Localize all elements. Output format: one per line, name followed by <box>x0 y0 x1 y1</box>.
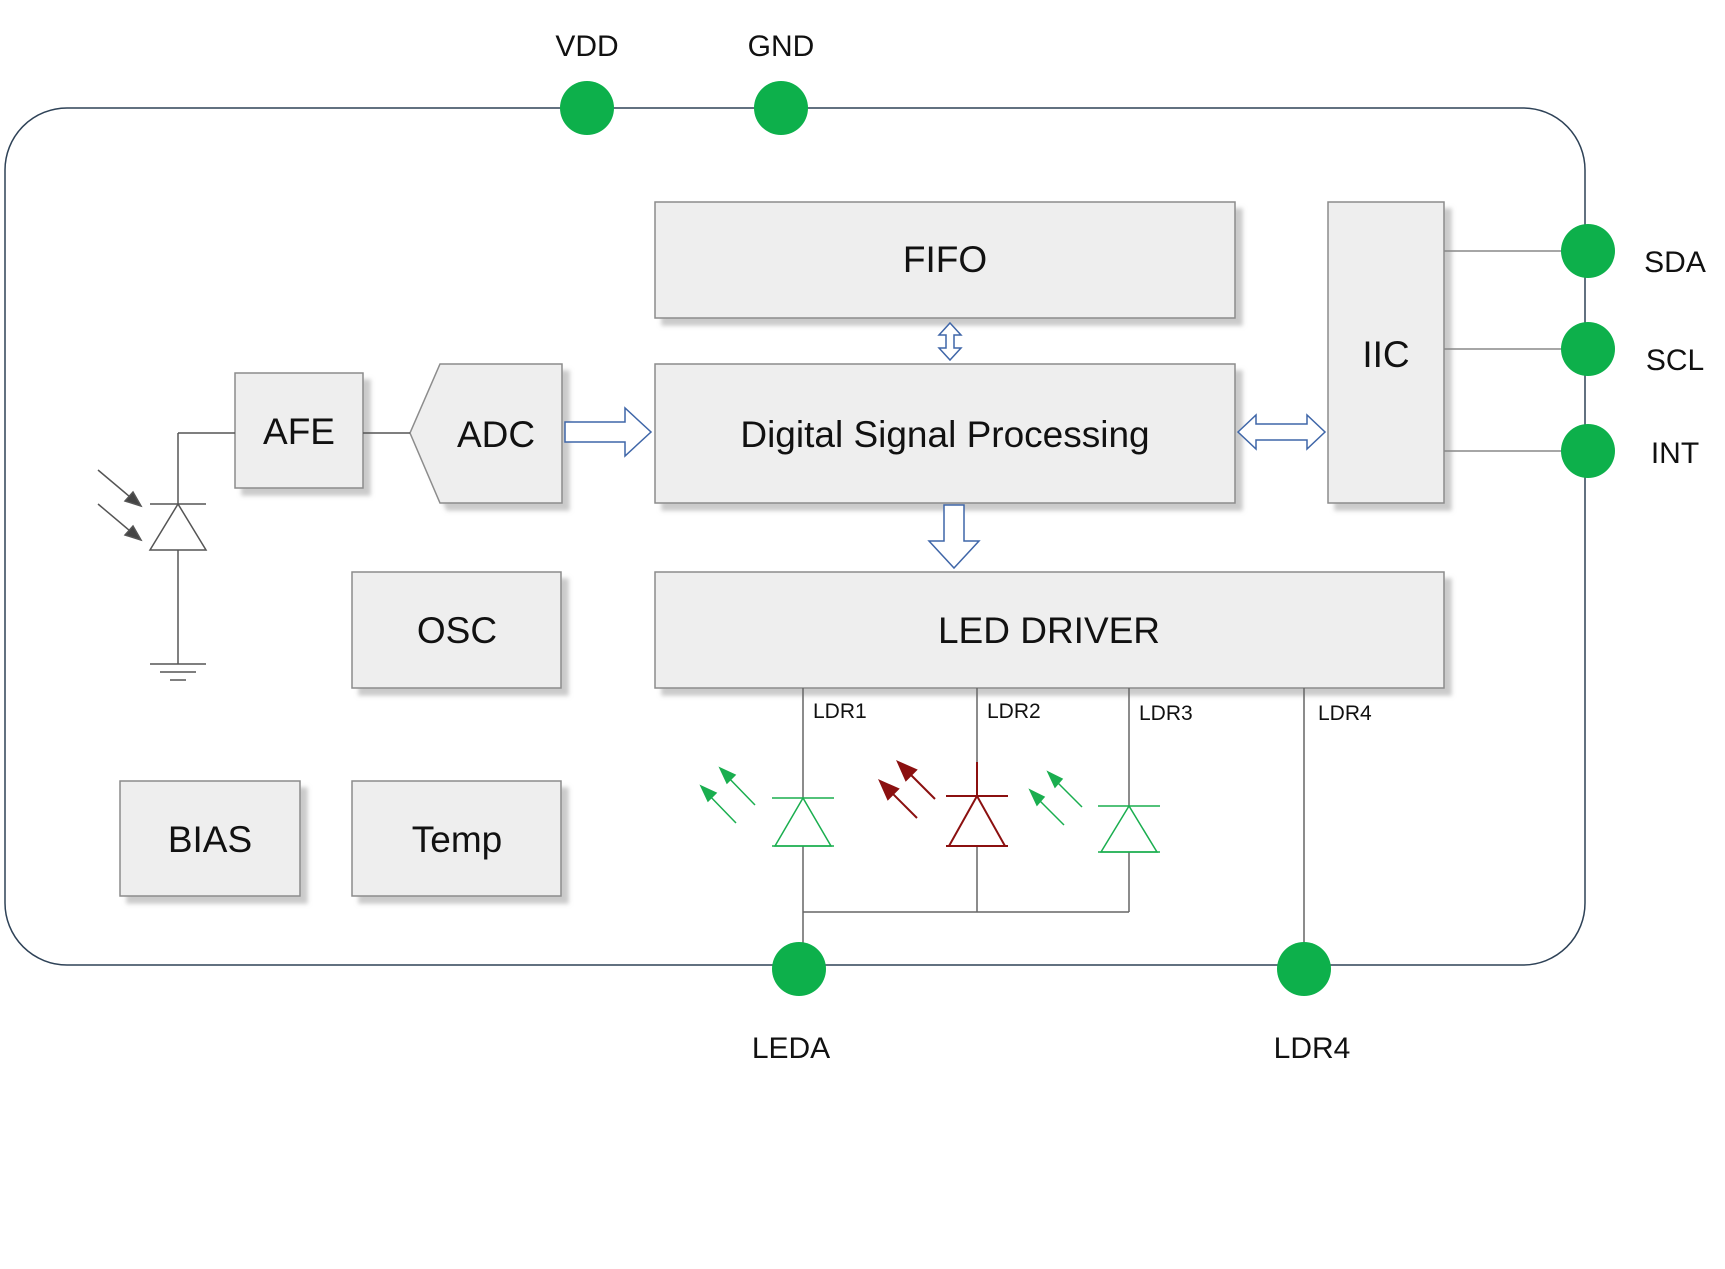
fifo-label: FIFO <box>903 239 987 280</box>
int-pin <box>1561 424 1615 478</box>
temp-label: Temp <box>412 819 502 860</box>
temp-block <box>351 780 562 897</box>
led-wiring <box>802 688 1305 969</box>
bias-label: BIAS <box>168 819 252 860</box>
ldr2-label: LDR2 <box>987 700 1041 723</box>
osc-block <box>351 571 562 689</box>
int-label: INT <box>1651 437 1699 470</box>
led-driver-label: LED DRIVER <box>938 610 1160 651</box>
sda-pin <box>1561 224 1615 278</box>
leda-pin <box>772 942 826 996</box>
scl-pin <box>1561 322 1615 376</box>
led-driver-block <box>654 571 1445 689</box>
dsp-iic-arrow <box>1236 413 1327 451</box>
ldr4-channel-label: LDR4 <box>1318 702 1372 725</box>
red-led-icon <box>878 760 1008 847</box>
iic-label: IIC <box>1362 334 1409 375</box>
photodiode <box>148 432 235 681</box>
fifo-block <box>654 201 1236 319</box>
ldr4-pin <box>1277 942 1331 996</box>
vdd-pin <box>560 81 614 135</box>
gnd-pin <box>754 81 808 135</box>
sda-label: SDA <box>1644 246 1706 279</box>
green-led-1-icon <box>699 766 834 847</box>
osc-label: OSC <box>417 610 497 651</box>
dsp-led-driver-arrow <box>927 504 981 570</box>
ldr1-label: LDR1 <box>813 700 867 723</box>
dsp-block <box>654 363 1236 504</box>
bias-block <box>119 780 301 897</box>
light-arrows-icon <box>97 469 143 542</box>
dsp-label: Digital Signal Processing <box>740 414 1149 455</box>
ldr3-label: LDR3 <box>1139 702 1193 725</box>
afe-block <box>234 372 364 489</box>
vdd-label: VDD <box>555 30 618 63</box>
leda-label: LEDA <box>752 1032 830 1065</box>
gnd-label: GND <box>748 30 815 63</box>
fifo-dsp-arrow <box>937 321 963 362</box>
ldr4-label: LDR4 <box>1274 1032 1351 1065</box>
iic-block <box>1327 201 1445 504</box>
adc-label: ADC <box>457 414 535 455</box>
afe-label: AFE <box>263 411 335 452</box>
green-led-3-icon <box>1028 770 1160 853</box>
adc-dsp-arrow <box>564 406 653 458</box>
adc-block <box>409 363 563 504</box>
scl-label: SCL <box>1646 344 1704 377</box>
